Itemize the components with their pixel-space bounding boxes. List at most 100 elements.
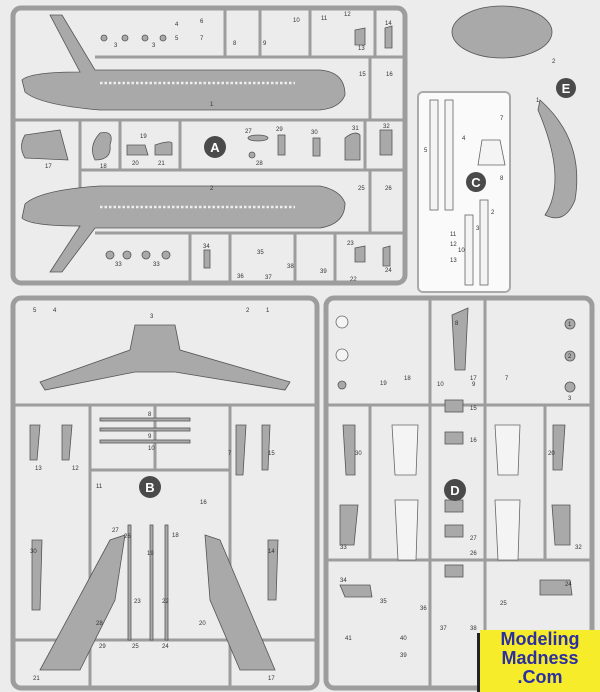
- part-number: 35: [380, 599, 387, 605]
- part-number: 14: [385, 21, 392, 27]
- wing-left: [39, 534, 126, 671]
- part-number: 27: [245, 129, 252, 135]
- part-number: 17: [268, 676, 275, 682]
- part-number: 15: [359, 72, 366, 78]
- watermark-logo: Modeling Madness .Com: [480, 630, 600, 692]
- part-number: 25: [132, 644, 139, 650]
- part-number: 22: [162, 599, 169, 605]
- part-number: 37: [440, 626, 447, 632]
- sprue-e-badge: [556, 78, 576, 98]
- part-number: 15: [470, 406, 477, 412]
- part-number: 21: [33, 676, 40, 682]
- logo-line-3: .Com: [517, 667, 563, 687]
- part-number: 27: [112, 528, 119, 534]
- part-number: 20: [199, 621, 206, 627]
- part-number: 40: [400, 636, 407, 642]
- sprue-a-frame: [10, 5, 408, 286]
- part-number: 9: [148, 434, 152, 440]
- stand-arm-e1: [537, 99, 578, 219]
- part-number: 18: [404, 376, 411, 382]
- sprue-e-letter: E: [562, 81, 571, 96]
- part-number: 30: [30, 549, 37, 555]
- part-number: 33: [340, 545, 347, 551]
- part-number: 3: [476, 226, 480, 232]
- part-number: 32: [575, 545, 582, 551]
- part-number: 30: [355, 451, 362, 457]
- sprue-a-letter: A: [210, 140, 220, 155]
- sprue-c-letter: C: [471, 175, 481, 190]
- part-number: 30: [311, 130, 318, 136]
- sprue-b-letter: B: [145, 480, 154, 495]
- part-number: 8: [455, 321, 459, 327]
- part-number: 34: [203, 244, 210, 250]
- part-number: 10: [458, 248, 465, 254]
- part-number: 10: [437, 382, 444, 388]
- part-number: 33: [115, 262, 122, 268]
- part-number: 4: [175, 22, 179, 28]
- part-number: 29: [99, 644, 106, 650]
- part-number: 19: [140, 134, 147, 140]
- part-number: 31: [352, 126, 359, 132]
- sprue-a: A 1 2 3 3 4 5 6 7 8 9 10 11 12 13 14 15 …: [10, 5, 408, 286]
- part-number: 24: [385, 268, 392, 274]
- part-number: 22: [350, 277, 357, 283]
- part-number: 11: [450, 232, 457, 238]
- part-number: 7: [200, 36, 204, 42]
- part-number: 19: [380, 381, 387, 387]
- part-number: 32: [383, 124, 390, 130]
- sprue-c-badge: [466, 172, 486, 192]
- part-number: 15: [268, 451, 275, 457]
- bulkhead-18: [92, 132, 112, 161]
- part-number: 1: [266, 308, 270, 314]
- part-number: 24: [565, 582, 572, 588]
- part-number: 2: [491, 210, 495, 216]
- part-number: 20: [132, 161, 139, 167]
- logo-line-1: Modeling: [500, 629, 580, 649]
- part-number: 8: [500, 176, 504, 182]
- part-number: 10: [148, 446, 155, 452]
- sprue-d-letter: D: [450, 483, 459, 498]
- part-number: 2: [568, 354, 572, 360]
- part-number: 25: [500, 601, 507, 607]
- part-number: 39: [400, 653, 407, 659]
- part-number: 39: [320, 269, 327, 275]
- part-number: 24: [162, 644, 169, 650]
- part-number: 4: [462, 136, 466, 142]
- wing-right: [204, 534, 276, 671]
- part-number: 41: [345, 636, 352, 642]
- part-number: 1: [568, 322, 572, 328]
- part-number: 29: [276, 127, 283, 133]
- part-number: 4: [53, 308, 57, 314]
- part-number: 34: [340, 578, 347, 584]
- part-number: 5: [424, 148, 428, 154]
- part-number: 25: [358, 186, 365, 192]
- part-number: 13: [450, 258, 457, 264]
- part-number: 20: [548, 451, 555, 457]
- part-number: 2: [210, 186, 214, 192]
- part-number: 26: [385, 186, 392, 192]
- part-number: 28: [256, 161, 263, 167]
- part-number: 36: [420, 606, 427, 612]
- part-number: 2: [246, 308, 250, 314]
- part-number: 7: [505, 376, 509, 382]
- sprue-d: D 8 1 2 3 19 18 10 9 7 15 16 17 30 20 33…: [323, 295, 595, 691]
- part-number: 1: [536, 98, 540, 104]
- part-number: 23: [347, 241, 354, 247]
- fuselage-half-2: [21, 185, 346, 273]
- part-number: 38: [470, 626, 477, 632]
- part-number: 9: [472, 382, 476, 388]
- sprue-d-badge: [444, 479, 466, 501]
- part-number: 5: [33, 308, 37, 314]
- part-number: 11: [321, 16, 328, 22]
- part-number: 5: [175, 36, 179, 42]
- sprue-a-badge: [204, 136, 226, 158]
- part-number: 27: [470, 536, 477, 542]
- part-number: 13: [35, 466, 42, 472]
- part-number: 13: [358, 46, 365, 52]
- part-number: 2: [552, 59, 556, 65]
- part-number: 38: [287, 264, 294, 270]
- part-number: 7: [500, 116, 504, 122]
- part-number: 37: [265, 275, 272, 281]
- part-number: 8: [233, 41, 237, 47]
- part-number: 16: [386, 72, 393, 78]
